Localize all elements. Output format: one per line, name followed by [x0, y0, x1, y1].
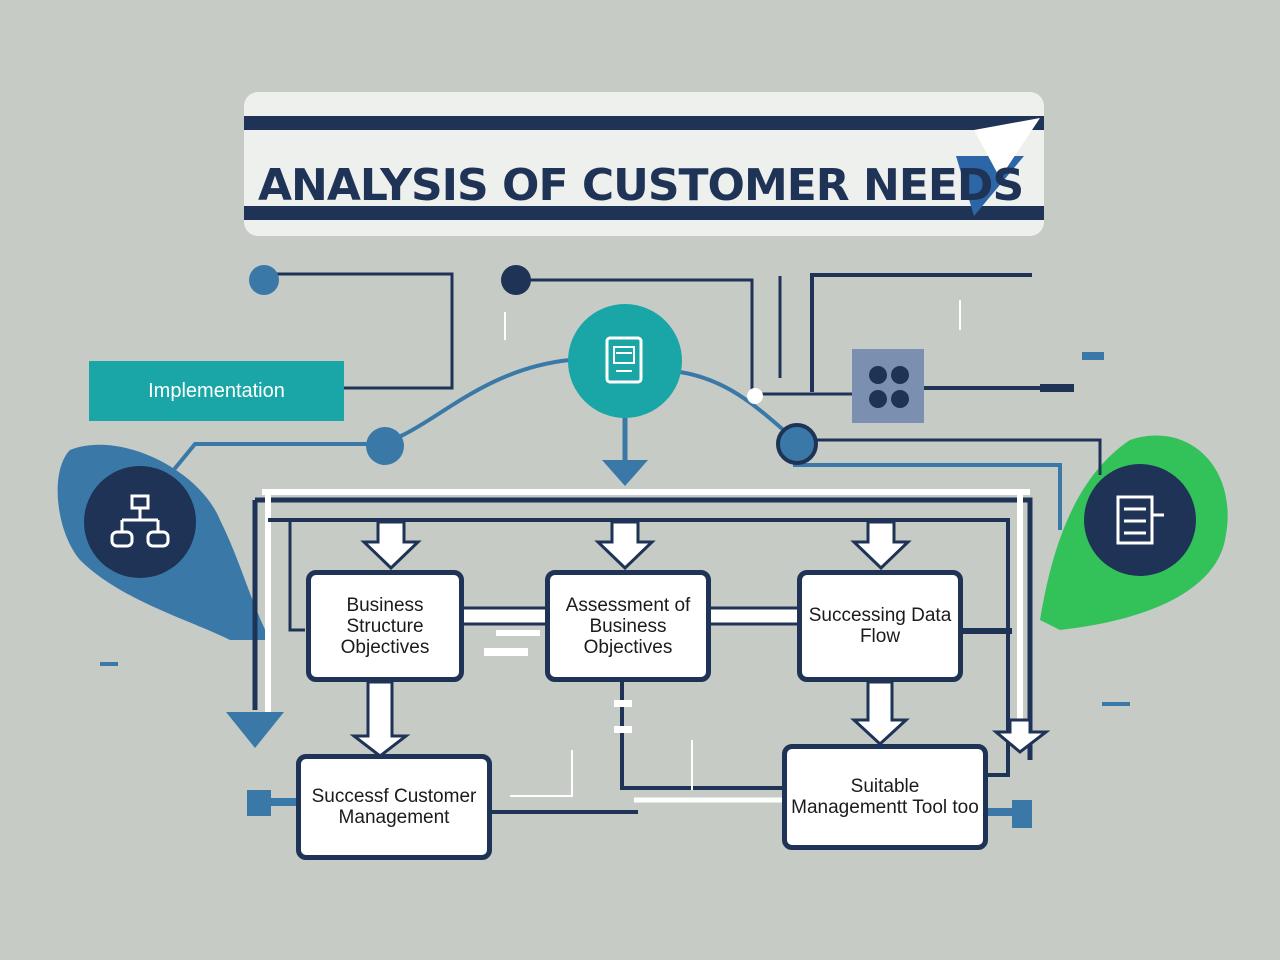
- org-circle: [84, 466, 196, 578]
- box-business-structure: Business Structure Objectives: [306, 570, 464, 682]
- node-dot: [366, 427, 404, 465]
- triangle-icon: [956, 118, 1040, 216]
- right-plug-wire: [985, 808, 1013, 816]
- link-bar: [460, 606, 552, 626]
- frame-outline: [268, 518, 1010, 777]
- link-bar: [960, 628, 1012, 634]
- frame-outline: [288, 520, 305, 632]
- title-card: [244, 92, 1044, 236]
- grid-tile: [852, 349, 924, 423]
- checklist-icon: [1116, 495, 1164, 545]
- connector-line: [810, 273, 1032, 392]
- link-bar: [484, 648, 528, 656]
- title-bar-bottom: [244, 206, 1044, 220]
- frame-outline: [255, 497, 1033, 760]
- checklist-circle: [1084, 464, 1196, 576]
- right-plug: [1012, 800, 1032, 828]
- node-dot: [501, 265, 531, 295]
- grid-dots-icon: [869, 366, 909, 408]
- page-title: ANALYSIS OF CUSTOMER NEEDS: [258, 160, 1024, 211]
- left-plug: [247, 790, 271, 816]
- org-chart-icon: [110, 494, 170, 548]
- left-arrow-head: [226, 712, 284, 748]
- node-dot: [776, 423, 818, 465]
- hub-circle: [568, 304, 682, 418]
- box-suitable-management-tool: Suitable Managementt Tool too: [782, 744, 988, 850]
- link-bar: [704, 606, 804, 626]
- node-dot: [747, 388, 763, 404]
- small-marker: [614, 700, 632, 707]
- box-assessment: Assessment of Business Objectives: [545, 570, 711, 682]
- box-successful-customer-management: Successf Customer Management: [296, 754, 492, 860]
- connector-line: [800, 438, 1102, 475]
- document-icon: [605, 336, 643, 384]
- small-marker: [614, 726, 632, 733]
- connector-line: [516, 278, 852, 396]
- connector-line: [620, 682, 790, 790]
- left-plug-wire: [271, 798, 301, 806]
- hub-arrow-head: [602, 460, 648, 486]
- title-bar-top: [244, 116, 1044, 130]
- link-bar: [496, 630, 540, 636]
- decor-dash: [100, 352, 1130, 706]
- node-dot: [249, 265, 279, 295]
- box-successing-data-flow: Successing Data Flow: [797, 570, 963, 682]
- implementation-badge: Implementation: [89, 361, 344, 421]
- connector-line: [264, 272, 454, 390]
- down-arrow: [349, 520, 1051, 758]
- connector-line: [510, 750, 573, 797]
